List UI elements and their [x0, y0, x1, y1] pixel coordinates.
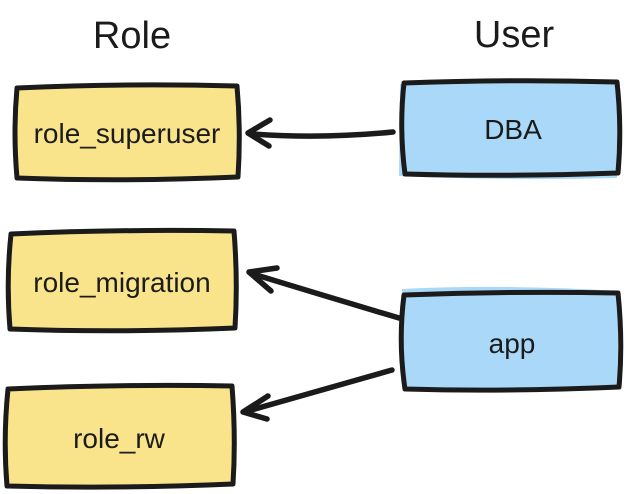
- node-role-superuser-label: role_superuser: [34, 118, 221, 149]
- node-app: app: [398, 286, 624, 393]
- node-dba: DBA: [399, 78, 623, 180]
- node-dba-label: DBA: [484, 114, 542, 145]
- edge-line: [250, 271, 402, 321]
- edge-line: [249, 129, 396, 139]
- node-app-fill: [402, 286, 618, 389]
- arrowhead-icon: [245, 117, 273, 149]
- edge-dba-to-role-superuser: [245, 117, 396, 149]
- arrowhead-icon: [246, 265, 280, 294]
- column-heading-role: Role: [93, 15, 171, 57]
- node-role-migration-label: role_migration: [33, 267, 210, 298]
- node-role-rw-border: [2, 382, 237, 490]
- edge-line: [245, 367, 395, 414]
- node-role-migration-fill: [10, 229, 235, 332]
- column-heading-user: User: [474, 14, 555, 56]
- node-role-rw-label: role_rw: [73, 423, 166, 454]
- node-role-superuser-fill: [17, 84, 238, 180]
- node-role-migration: role_migration: [5, 227, 239, 334]
- node-role-rw: role_rw: [2, 382, 237, 490]
- node-app-border: [398, 289, 624, 393]
- node-dba-border: [399, 78, 623, 178]
- arrowhead-icon: [240, 393, 271, 422]
- node-role-superuser: role_superuser: [12, 82, 242, 183]
- edge-app-to-role-rw: [240, 367, 395, 422]
- node-role-migration-border: [5, 227, 239, 334]
- node-app-label: app: [489, 328, 536, 359]
- node-role-superuser-border: [12, 82, 242, 183]
- node-dba-fill: [399, 81, 618, 180]
- node-role-rw-fill: [7, 384, 233, 489]
- edge-app-to-role-migration: [246, 265, 402, 321]
